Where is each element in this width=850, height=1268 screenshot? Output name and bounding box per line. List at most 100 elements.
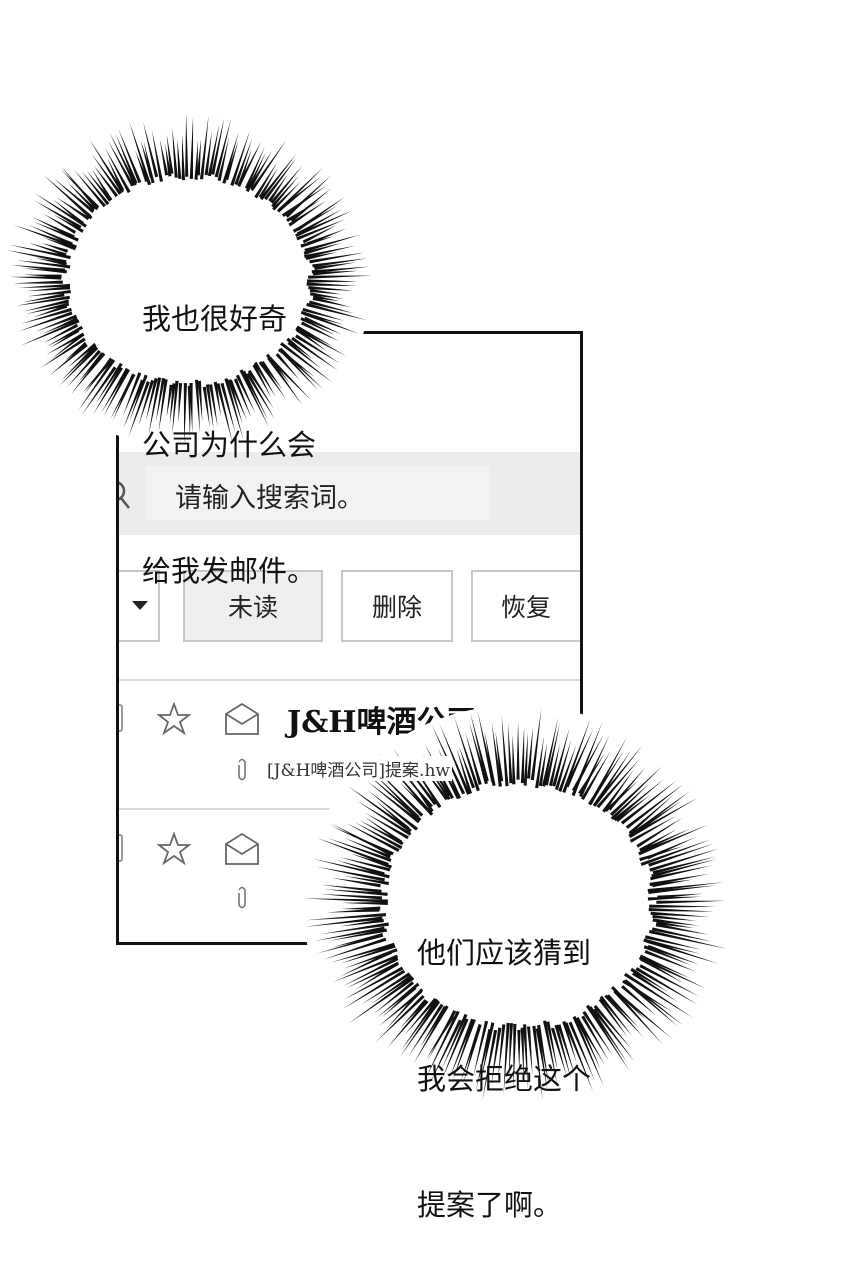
burst-line (439, 723, 471, 795)
burst-line (565, 728, 594, 788)
burst-line (641, 828, 690, 852)
burst-line (621, 985, 657, 1016)
burst-line (648, 885, 717, 895)
paperclip-icon (238, 886, 246, 909)
burst-line (18, 311, 73, 332)
burst-line (295, 327, 347, 357)
burst-line (286, 337, 314, 360)
burst-line (602, 769, 634, 813)
burst-line (639, 829, 677, 852)
burst-line (598, 998, 628, 1038)
burst-line (26, 302, 70, 314)
search-input[interactable]: 请输入搜索词。 (145, 466, 490, 520)
burst-line (620, 780, 678, 825)
burst-line (364, 771, 422, 822)
burst-line (456, 748, 473, 795)
checkbox[interactable] (117, 834, 123, 862)
burst-line (530, 708, 542, 781)
delete-button[interactable]: 删除 (341, 570, 453, 642)
burst-line (320, 894, 382, 900)
burst-line (604, 994, 644, 1038)
burst-line (194, 379, 200, 434)
burst-line (345, 822, 400, 852)
burst-line (513, 1023, 517, 1089)
burst-line (159, 139, 169, 176)
select-dropdown[interactable] (117, 570, 160, 642)
panel-border-bottom (116, 942, 346, 945)
burst-line (542, 717, 559, 787)
restore-button[interactable]: 恢复 (471, 570, 581, 642)
burst-line (649, 904, 716, 908)
burst-line (309, 300, 355, 314)
burst-line (305, 916, 383, 927)
burst-line (323, 937, 387, 960)
burst-line (78, 352, 104, 383)
burst-line (526, 726, 533, 779)
burst-line (465, 732, 482, 785)
star-icon[interactable] (157, 702, 191, 736)
burst-line (46, 332, 85, 355)
burst-line (440, 1018, 469, 1082)
burst-line (324, 889, 388, 896)
unread-button[interactable]: 未读 (183, 570, 323, 642)
star-icon[interactable] (157, 832, 191, 866)
attachment-name[interactable]: [J&H啤酒公司]提案.hw (265, 756, 452, 781)
burst-line (10, 264, 66, 272)
burst-line (503, 1022, 510, 1095)
burst-line (81, 366, 117, 415)
burst-line (543, 1020, 558, 1085)
burst-line (81, 171, 110, 206)
burst-line (305, 252, 338, 261)
burst-line (49, 343, 88, 376)
burst-line (309, 292, 344, 299)
burst-line (650, 865, 713, 881)
burst-line (128, 381, 150, 438)
burst-line (107, 140, 134, 187)
burst-line (123, 379, 145, 429)
burst-line (27, 289, 71, 297)
burst-line (449, 1018, 475, 1079)
burst-line (23, 274, 62, 278)
burst-line (8, 244, 71, 260)
burst-line (593, 1004, 632, 1050)
burst-line (400, 999, 427, 1028)
burst-line (312, 258, 368, 268)
burst-line (647, 896, 703, 901)
burst-line (364, 812, 409, 840)
burst-line (242, 370, 268, 420)
burst-line (208, 384, 218, 428)
burst-line (546, 1021, 558, 1071)
burst-line (248, 150, 273, 189)
restore-label: 恢复 (500, 593, 551, 622)
burst-line (343, 948, 398, 969)
burst-line (306, 282, 357, 286)
burst-line (628, 794, 674, 835)
burst-line (558, 744, 577, 792)
search-icon[interactable] (117, 478, 133, 512)
burst-line (204, 131, 212, 176)
burst-line (564, 1022, 594, 1092)
burst-line (53, 178, 95, 214)
burst-line (652, 914, 697, 921)
burst-line (357, 800, 412, 836)
burst-line (512, 734, 516, 785)
burst-line (312, 296, 352, 308)
burst-line (214, 118, 232, 178)
bubble-line: 他们应该猜到 (417, 936, 592, 970)
burst-line (643, 938, 701, 954)
burst-line (300, 310, 344, 325)
burst-line (245, 152, 266, 193)
burst-line (300, 321, 340, 342)
burst-line (638, 956, 707, 989)
burst-line (330, 823, 392, 856)
burst-line (463, 1024, 482, 1085)
burst-line (78, 359, 116, 411)
burst-line (34, 192, 87, 228)
burst-line (101, 367, 129, 414)
burst-line (252, 364, 272, 399)
burst-line (185, 113, 189, 177)
burst-line (13, 280, 63, 284)
delete-label: 删除 (371, 593, 422, 622)
checkbox[interactable] (117, 704, 123, 732)
burst-line (473, 1020, 489, 1077)
